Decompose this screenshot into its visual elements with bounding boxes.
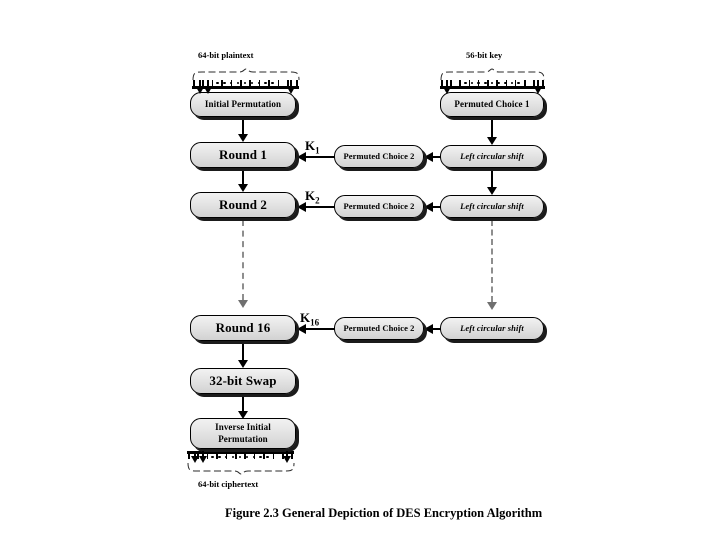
ciphertext-bus-arrow-left-a (190, 456, 199, 463)
plaintext-bus-bar (192, 86, 299, 89)
figure-caption: Figure 2.3 General Depiction of DES Encr… (225, 506, 543, 520)
arrow-round16-to-swap (238, 360, 248, 368)
ciphertext-bus-dots (211, 455, 269, 459)
subkey-label-k16: K16 (300, 310, 319, 328)
ciphertext-bus-stem-left-a (194, 451, 197, 457)
subkey-k16-base: K (300, 310, 311, 325)
ciphertext-bus-bar (187, 451, 294, 454)
key-bus-stem-left (446, 80, 449, 89)
node-permuted-choice-2-round-2[interactable]: Permuted Choice 2 (334, 195, 424, 218)
arrow-pc2-1-to-round1 (297, 151, 306, 162)
subkey-label-k2: K2 (305, 188, 320, 206)
connector-lcs16-to-pc2-16 (432, 327, 442, 330)
ciphertext-bus-stem-right (286, 451, 289, 457)
arrow-round1-to-round2 (238, 184, 248, 192)
key-label: 56-bit key (466, 50, 503, 60)
connector-lcs1-to-lcs2 (490, 170, 494, 188)
key-bus-arrow-left (442, 87, 451, 94)
node-permuted-choice-2-round-1[interactable]: Permuted Choice 2 (334, 145, 424, 168)
subkey-k1-sub: 1 (315, 145, 320, 156)
ciphertext-label: 64-bit ciphertext (198, 479, 259, 489)
arrow-round2-to-round16 (237, 300, 248, 308)
node-round-1[interactable]: Round 1 (190, 142, 296, 168)
arrow-ip-to-round1 (238, 134, 248, 142)
connector-round1-to-round2 (241, 170, 245, 185)
connector-lcs1-to-pc2-1 (432, 155, 442, 158)
node-initial-permutation[interactable]: Initial Permutation (190, 92, 296, 117)
key-bus-stem-right (537, 80, 540, 89)
plaintext-bus-arrow-left-b (203, 87, 212, 94)
node-left-circular-shift-16[interactable]: Left circular shift (440, 317, 544, 340)
subkey-k2-sub: 2 (315, 195, 320, 206)
arrow-lcs2-to-lcs16 (486, 302, 497, 310)
key-bus-dots (464, 81, 520, 85)
plaintext-label: 64-bit plaintext (198, 50, 254, 60)
key-bus-arrow-right (533, 87, 542, 94)
node-permuted-choice-1[interactable]: Permuted Choice 1 (440, 92, 544, 117)
ciphertext-brace (187, 462, 295, 475)
node-round-2[interactable]: Round 2 (190, 192, 296, 218)
subkey-k16-sub: 16 (310, 317, 320, 328)
node-inverse-initial-permutation-line2: Permutation (218, 433, 268, 444)
key-brace (440, 68, 545, 81)
arrow-pc2-16-to-round16 (297, 323, 306, 334)
connector-round2-to-round16-dashed (241, 220, 244, 300)
connector-ip-to-round1 (241, 119, 245, 135)
arrow-pc2-2-to-round2 (297, 201, 306, 212)
plaintext-brace (192, 68, 300, 81)
node-inverse-initial-permutation[interactable]: Inverse Initial Permutation (190, 418, 296, 449)
ciphertext-bus-stem-left-b (202, 451, 205, 457)
arrow-lcs2-to-pc2-2 (424, 201, 433, 212)
arrow-swap-to-inverse-ip (238, 411, 248, 419)
connector-pc2-1-to-round1 (305, 155, 335, 158)
node-32-bit-swap[interactable]: 32-bit Swap (190, 368, 296, 394)
subkey-label-k1: K1 (305, 138, 320, 156)
ciphertext-bus-arrow-right (282, 456, 291, 463)
node-permuted-choice-2-round-16[interactable]: Permuted Choice 2 (334, 317, 424, 340)
connector-lcs2-to-pc2-2 (432, 205, 442, 208)
connector-round16-to-swap (241, 343, 245, 361)
plaintext-bus-dots (216, 81, 274, 85)
ciphertext-bus-arrow-left-b (198, 456, 207, 463)
plaintext-bus-stem-left-b (207, 80, 210, 89)
arrow-lcs1-to-lcs2 (487, 187, 497, 195)
plaintext-bus-arrow-left-a (195, 87, 204, 94)
arrow-lcs1-to-pc2-1 (424, 151, 433, 162)
plaintext-bus-arrow-right (286, 87, 295, 94)
arrow-lcs16-to-pc2-16 (424, 323, 433, 334)
key-bus-bar (440, 86, 545, 89)
subkey-k2-base: K (305, 188, 316, 203)
arrow-pc1-to-lcs1 (487, 137, 497, 145)
connector-lcs2-to-lcs16-dashed (490, 220, 493, 302)
node-left-circular-shift-1[interactable]: Left circular shift (440, 145, 544, 168)
connector-pc1-to-lcs1 (490, 119, 494, 138)
node-round-16[interactable]: Round 16 (190, 315, 296, 341)
connector-pc2-16-to-round16 (305, 327, 335, 330)
connector-pc2-2-to-round2 (305, 205, 335, 208)
node-left-circular-shift-2[interactable]: Left circular shift (440, 195, 544, 218)
plaintext-bus-stem-left-a (199, 80, 202, 89)
node-inverse-initial-permutation-line1: Inverse Initial (215, 422, 271, 433)
subkey-k1-base: K (305, 138, 316, 153)
plaintext-bus-stem-right (290, 80, 293, 89)
connector-swap-to-inverse-ip (241, 396, 245, 412)
